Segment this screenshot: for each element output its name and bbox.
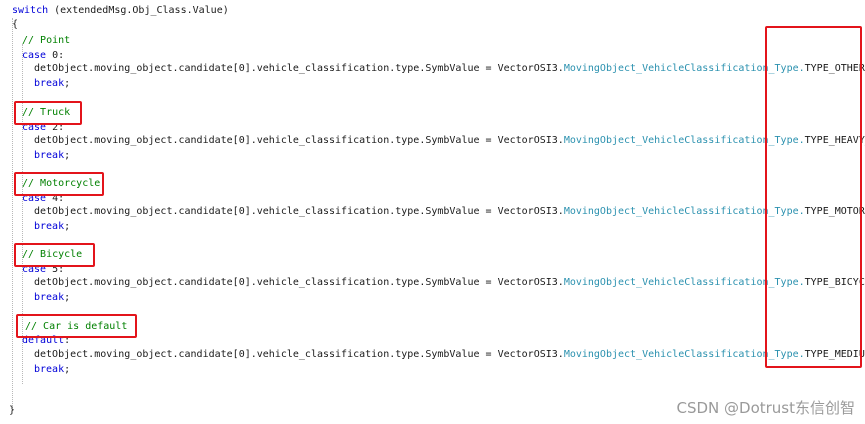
default-label: default: — [22, 335, 71, 346]
indent-guide-outer — [12, 18, 13, 410]
comment-line: // Car is default — [25, 321, 128, 332]
comment-line: // Motorcycle — [22, 178, 101, 189]
break-statement: break; — [34, 292, 71, 303]
case-label: case 0: — [22, 50, 65, 61]
assignment-statement: detObject.moving_object.candidate[0].veh… — [34, 205, 865, 219]
switch-expression: (extendedMsg.Obj_Class.Value) — [48, 5, 229, 16]
highlight-box-default-comment — [16, 314, 137, 338]
enum-value: TYPE_OTHER — [804, 63, 865, 74]
highlight-box-motorcycle-comment — [14, 172, 104, 196]
comment-line: // Bicycle — [22, 249, 83, 260]
break-statement: break; — [34, 78, 71, 89]
enum-value: TYPE_MEDIUM_CAR — [804, 349, 865, 360]
break-statement: break; — [34, 364, 71, 375]
watermark: CSDN @Dotrust东信创智 — [676, 399, 855, 417]
enum-value: TYPE_MOTORBIKE — [804, 206, 865, 217]
assignment-statement: detObject.moving_object.candidate[0].veh… — [34, 348, 865, 362]
assignment-statement: detObject.moving_object.candidate[0].veh… — [34, 63, 865, 74]
case-label: case 2: — [22, 122, 65, 133]
highlight-box-enum-values — [765, 26, 862, 368]
break-statement: break; — [34, 150, 71, 161]
comment-line: // Truck — [22, 107, 71, 118]
highlight-box-truck-comment — [14, 101, 82, 125]
break-statement: break; — [34, 221, 71, 232]
assignment-statement: detObject.moving_object.candidate[0].veh… — [34, 276, 865, 290]
comment-line: // Point — [22, 35, 71, 46]
enum-value: TYPE_HEAVY_TRUCK — [804, 135, 865, 146]
switch-statement-line: switch (extendedMsg.Obj_Class.Value) — [12, 4, 229, 18]
indent-guide-inner — [22, 44, 23, 384]
assignment-statement: detObject.moving_object.candidate[0].veh… — [34, 134, 865, 148]
enum-value: TYPE_BICYCLE — [804, 277, 865, 288]
case-label: case 5: — [22, 264, 65, 275]
close-brace: } — [9, 405, 16, 416]
switch-keyword: switch — [12, 5, 49, 16]
open-brace: { — [12, 19, 19, 30]
highlight-box-bicycle-comment — [14, 243, 95, 267]
case-label: case 4: — [22, 193, 65, 204]
